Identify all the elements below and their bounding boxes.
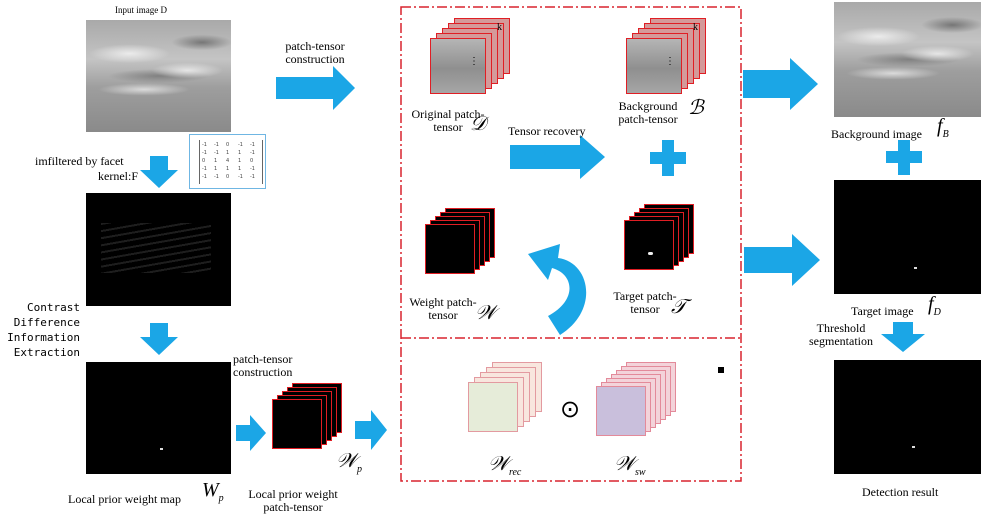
- detection-result-label: Detection result: [862, 485, 939, 499]
- kernel-cell: -1: [202, 174, 207, 180]
- arrow-map-to-tensor: [236, 415, 266, 451]
- kernel-cell: -1: [238, 174, 243, 180]
- fb-symbol: fB: [937, 115, 949, 140]
- dots-bg: ⋮: [665, 56, 675, 67]
- arrow-down-filter: [140, 156, 178, 188]
- kernel-cell: 1: [238, 158, 242, 164]
- w-sw-symbol: 𝒲sw: [614, 453, 646, 478]
- weight-patch-tensor: [425, 208, 505, 288]
- kernel-cell: 1: [238, 166, 242, 172]
- kernel-cell: -1: [250, 166, 255, 172]
- t-symbol: 𝒯: [671, 296, 687, 318]
- threshold-segmentation-label: Threshold segmentation: [809, 321, 873, 348]
- filtered-image: [86, 193, 231, 306]
- target-patch-tensor-label: Target patch-tensor: [613, 289, 677, 316]
- background-image: [834, 2, 981, 117]
- arrow-tensor-to-box: [355, 410, 387, 450]
- wcal-p-symbol: 𝒲p: [336, 450, 362, 475]
- kernel-cell: 0: [226, 142, 230, 148]
- local-prior-weight-map-image: [86, 362, 231, 474]
- kernel-cell: 0: [226, 174, 230, 180]
- kernel-cell: 1: [214, 158, 218, 164]
- original-patch-tensor-label: Original patch-tensor: [411, 107, 485, 134]
- kernel-cell: -1: [214, 142, 219, 148]
- kernel-cell: -1: [214, 150, 219, 156]
- arrow-input-to-tensor: [276, 66, 355, 110]
- tensor-slice: [430, 38, 486, 94]
- kernel-cell: -1: [238, 142, 243, 148]
- w-rec-tensor: [468, 362, 558, 452]
- tensor-slice: [425, 224, 475, 274]
- dashed-box: [400, 6, 742, 482]
- w-symbol: 𝒲: [475, 302, 496, 324]
- filtered-label-line1: imfiltered by facet: [35, 154, 124, 168]
- arrow-to-target: [744, 234, 820, 286]
- fd-symbol: fD: [928, 293, 941, 318]
- patch-tensor-construction-bottom-label: patch-tensor construction: [233, 352, 293, 379]
- target-patch-tensor: [624, 204, 704, 284]
- kernel-cell: -1: [250, 142, 255, 148]
- w-sw-tensor: [596, 362, 686, 452]
- small-black-square: [718, 367, 724, 373]
- weight-patch-tensor-label: Weight patch-tensor: [409, 295, 477, 322]
- arrow-to-background: [743, 58, 818, 110]
- background-patch-tensor: [626, 18, 716, 98]
- detection-result-image: [834, 360, 981, 474]
- filtered-label-line2: kernel:F: [98, 169, 138, 183]
- curved-arrow: [528, 244, 587, 335]
- target-image: [834, 180, 981, 294]
- arrow-threshold: [881, 322, 925, 352]
- tensor-slice: [626, 38, 682, 94]
- kernel-cell: -1: [250, 174, 255, 180]
- kernel-cell: -1: [202, 150, 207, 156]
- input-image: [86, 20, 231, 132]
- local-prior-weight-patch-tensor: [272, 383, 352, 453]
- plus-sign-right-h: [886, 151, 922, 163]
- original-patch-tensor: [430, 18, 520, 98]
- kernel-cell: 1: [226, 150, 230, 156]
- plus-sign-middle-h: [650, 152, 686, 164]
- kernel-cell: 1: [214, 166, 218, 172]
- patch-tensor-construction-top-label: patch-tensor construction: [285, 39, 345, 66]
- b-symbol: ℬ: [688, 97, 704, 119]
- tensor-slice: [272, 399, 322, 449]
- dots-orig: ⋮: [469, 56, 479, 67]
- arrow-tensor-recovery: [510, 135, 605, 179]
- tensor-slice: [624, 220, 674, 270]
- kernel-cell: 1: [238, 150, 242, 156]
- background-image-label: Background image: [831, 127, 922, 141]
- kernel-cell: -1: [202, 142, 207, 148]
- target-image-label: Target image: [851, 304, 914, 318]
- kernel-cell: -1: [202, 166, 207, 172]
- tensor-recovery-label: Tensor recovery: [508, 124, 586, 138]
- wp-symbol: Wp: [202, 479, 224, 504]
- facet-kernel-box: -1 -1 0 -1 -1 -1 -1 1 1 -1 0 1 4 1 0 -1 1 1 1 -1 -1 -1 0 -1 -1: [189, 134, 266, 189]
- local-prior-map-label: Local prior weight map: [68, 492, 181, 506]
- kernel-cell: -1: [250, 150, 255, 156]
- tensor-slice: [596, 386, 646, 436]
- odot-symbol: ⊙: [560, 397, 581, 423]
- k-label-bg: k: [693, 22, 698, 33]
- kernel-cell: -1: [214, 174, 219, 180]
- kernel-cell: 0: [202, 158, 206, 164]
- w-rec-symbol: 𝒲rec: [488, 453, 522, 478]
- kernel-cell: 4: [226, 158, 230, 164]
- kernel-cell: 0: [250, 158, 254, 164]
- local-prior-tensor-label: Local prior weight patch-tensor: [248, 487, 338, 514]
- d-symbol: 𝒟: [470, 113, 486, 135]
- input-image-label: Input image D: [115, 5, 167, 15]
- tensor-slice: [468, 382, 518, 432]
- arrow-down-contrast: [140, 323, 178, 355]
- contrast-label: Contrast Difference Information Extracti…: [7, 301, 80, 359]
- kernel-cell: 1: [226, 166, 230, 172]
- target-spot: [648, 252, 653, 255]
- background-patch-tensor-label: Background patch-tensor: [618, 99, 678, 126]
- k-label-orig: k: [497, 22, 502, 33]
